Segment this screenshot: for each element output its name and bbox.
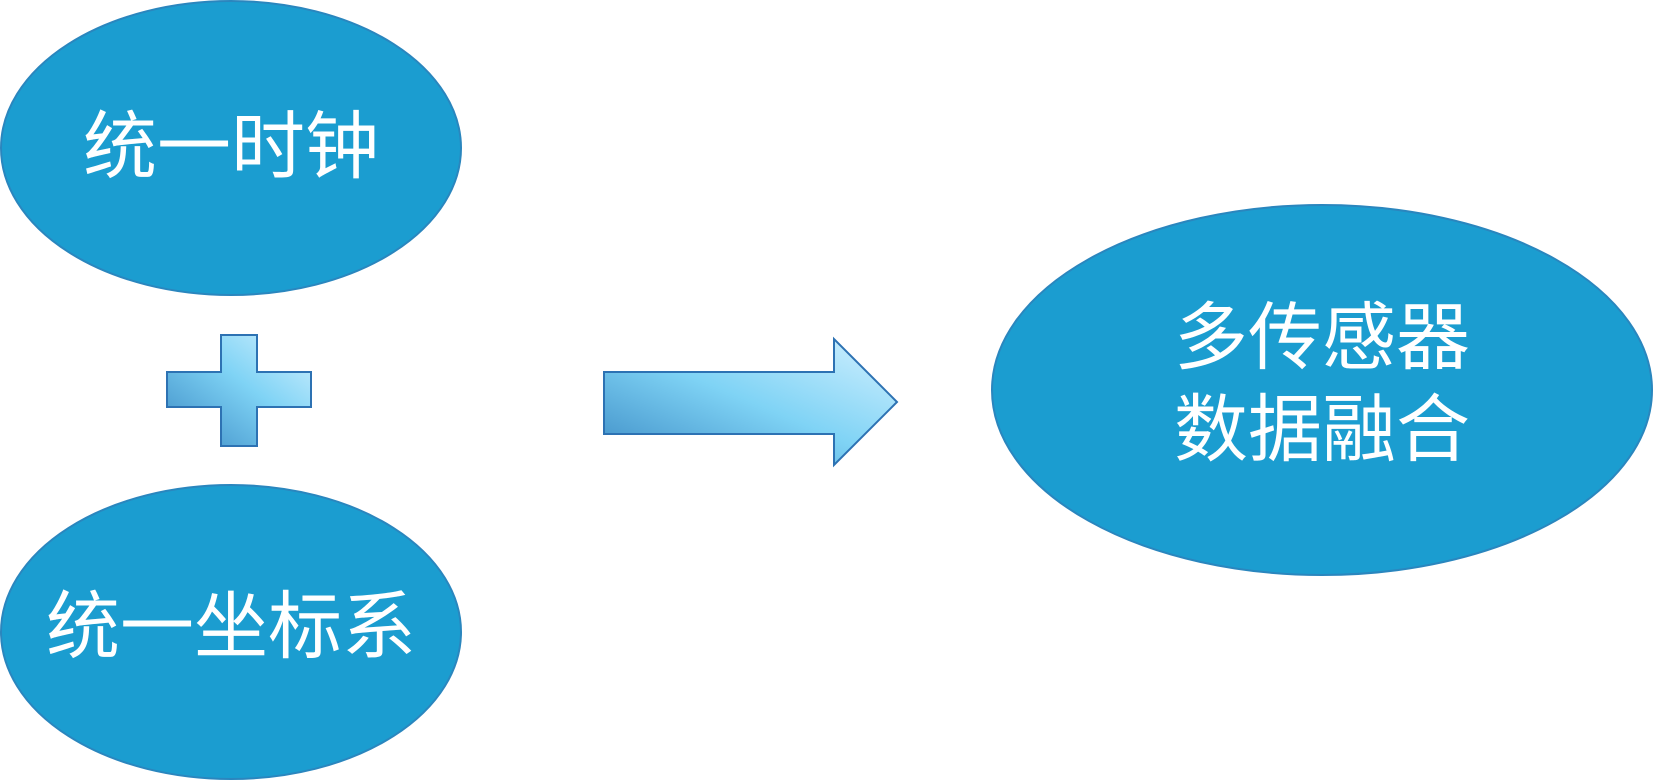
fusion-result-line2: 数据融合 [1174, 387, 1470, 473]
ellipse-unified-clock [0, 0, 462, 296]
plus-icon [166, 334, 312, 447]
unified-coordinate-label: 统一坐标系 [46, 584, 416, 670]
ellipse-unified-coordinate [0, 484, 462, 780]
unified-clock-label: 统一时钟 [83, 104, 379, 190]
fusion-result-line1: 多传感器 [1174, 295, 1470, 381]
right-arrow-icon [603, 336, 899, 468]
fusion-result-label: 多传感器 数据融合 [992, 292, 1652, 476]
ellipse-fusion-result [991, 204, 1653, 576]
